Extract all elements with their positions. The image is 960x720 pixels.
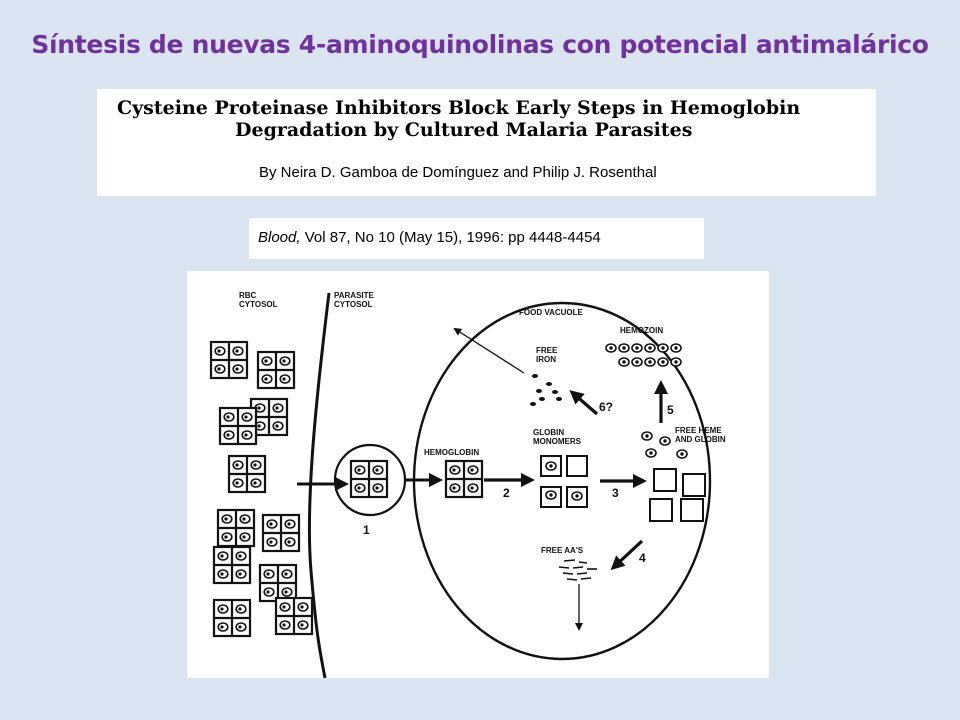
step-3-label: 3 xyxy=(612,486,619,500)
step-5-label: 5 xyxy=(667,403,674,417)
free-globin xyxy=(649,468,706,522)
label-parasite-cytosol: CYTOSOL xyxy=(334,300,373,309)
label-rbc: RBC xyxy=(239,291,257,300)
citation: Blood, Vol 87, No 10 (May 15), 1996: pp … xyxy=(258,229,601,246)
label-free-aas: FREE AA'S xyxy=(541,546,584,555)
paper-title-line-1: Cysteine Proteinase Inhibitors Block Ear… xyxy=(117,97,801,119)
arrow-step-6 xyxy=(569,390,599,416)
slide-title: Síntesis de nuevas 4-aminoquinolinas con… xyxy=(31,30,929,59)
label-free-heme: FREE HEME xyxy=(675,426,722,435)
label-food-vacuole: FOOD VACUOLE xyxy=(519,308,584,317)
arrow-iron-out xyxy=(453,327,525,374)
label-cytosol: CYTOSOL xyxy=(239,300,278,309)
label-free: FREE xyxy=(536,346,558,355)
paper-header-image: Cysteine Proteinase Inhibitors Block Ear… xyxy=(97,89,876,196)
label-hemoglobin: HEMOGLOBIN xyxy=(424,448,479,457)
hemoglobin-degradation-figure: RBC CYTOSOL PARASITE CYTOSOL FOOD VACUOL… xyxy=(187,271,769,678)
step-1-label: 1 xyxy=(363,523,370,537)
citation-journal: Blood, xyxy=(258,229,301,246)
paper-title-line-2: Degradation by Cultured Malaria Parasite… xyxy=(235,119,693,141)
label-globin: GLOBIN xyxy=(533,428,564,437)
parasite-membrane xyxy=(307,292,331,678)
step-4-label: 4 xyxy=(639,551,646,565)
step-2-label: 2 xyxy=(503,486,510,500)
citation-image: Blood, Vol 87, No 10 (May 15), 1996: pp … xyxy=(249,218,704,259)
free-amino-acids xyxy=(558,559,597,581)
globin-monomers xyxy=(540,455,588,508)
paper-authors: By Neira D. Gamboa de Domínguez and Phil… xyxy=(259,164,657,181)
label-parasite: PARASITE xyxy=(334,291,375,300)
free-iron xyxy=(530,374,562,406)
label-monomers: MONOMERS xyxy=(533,437,582,446)
rbc-hemoglobin-cluster xyxy=(209,340,314,638)
arrow-step-4 xyxy=(610,539,644,571)
citation-details: Vol 87, No 10 (May 15), 1996: pp 4448-44… xyxy=(304,229,601,246)
paper-title: Cysteine Proteinase Inhibitors Block Ear… xyxy=(117,97,857,141)
step-6-label: 6? xyxy=(599,400,613,414)
label-hemozoin: HEMOZOIN xyxy=(620,326,663,335)
figure-diagram: RBC CYTOSOL PARASITE CYTOSOL FOOD VACUOL… xyxy=(209,291,726,678)
label-and-globin: AND GLOBIN xyxy=(675,435,726,444)
hemozoin xyxy=(605,343,682,367)
label-iron: IRON xyxy=(536,355,556,364)
